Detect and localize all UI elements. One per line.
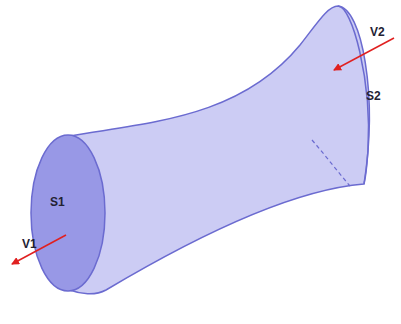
- v2-arrow: [334, 38, 394, 70]
- s1-face: [31, 135, 105, 291]
- v1-arrow: [12, 235, 66, 264]
- s2-hidden-edge: [312, 140, 350, 186]
- surface-label: S2: [366, 90, 381, 102]
- s2-rim: [338, 6, 369, 184]
- velocity-label: V1: [22, 238, 37, 250]
- velocity-label: V2: [370, 26, 385, 38]
- tube-body: [70, 6, 369, 294]
- surface-label: S1: [50, 196, 65, 208]
